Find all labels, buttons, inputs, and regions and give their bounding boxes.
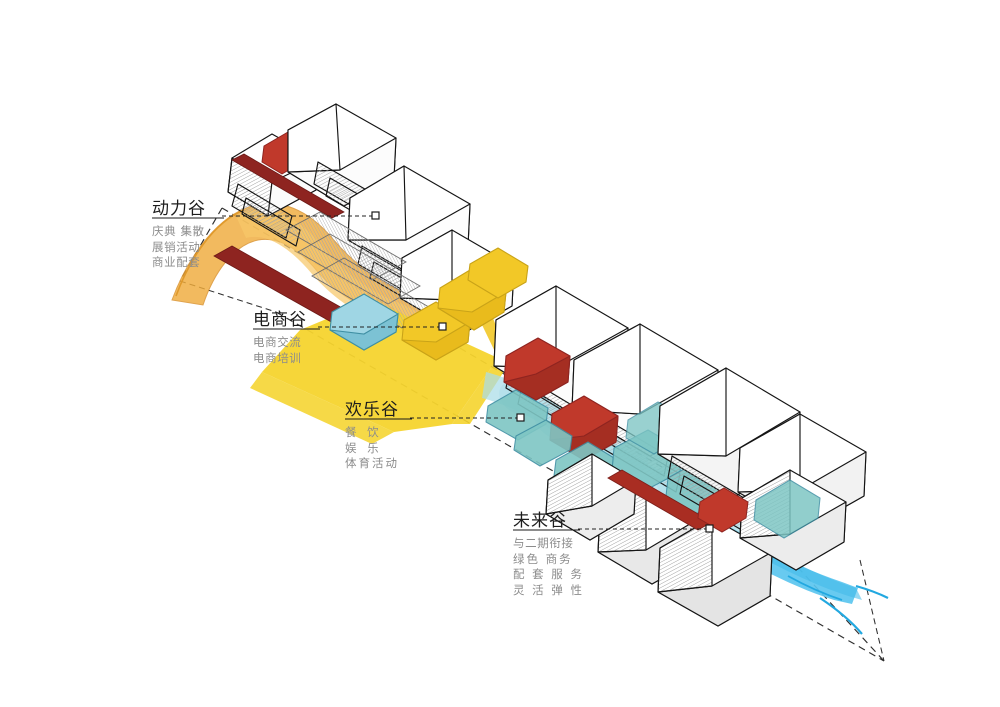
- hatched-terrace-strip: [285, 211, 435, 329]
- label-dongligu: 动力谷 庆典 集散 展销活动 商业配套: [152, 199, 206, 271]
- label-weilaigu-title: 未来谷: [513, 511, 567, 531]
- label-huanlegu-sub-2: 体育活动: [345, 456, 399, 470]
- teal-plaza-east: [753, 479, 821, 539]
- label-weilaigu-sub-0: 与二期衔接: [513, 536, 574, 550]
- label-dianshanggu: 电商谷 电商交流 电商培训: [253, 310, 307, 366]
- label-huanlegu-sub-0: 餐 饮: [345, 425, 383, 439]
- label-dongligu-sub-2: 商业配套: [152, 255, 201, 269]
- label-dianshanggu-sub-1: 电商培训: [253, 350, 302, 365]
- label-huanlegu: 欢乐谷 餐 饮 娱 乐 体育活动: [345, 400, 399, 472]
- leader-endpoint-markers: [371, 211, 714, 533]
- leader-lines: [222, 215, 710, 530]
- red-accent-block-east: [697, 487, 749, 533]
- label-weilaigu: 未来谷 与二期衔接 绿色 商务 配 套 服 务 灵 活 弹 性: [513, 511, 584, 598]
- title-underlines: [152, 217, 580, 531]
- label-huanlegu-title: 欢乐谷: [345, 400, 399, 420]
- label-dongligu-sub-0: 庆典 集散: [152, 224, 205, 238]
- building-cluster-east: [657, 367, 867, 537]
- label-huanlegu-sub-1: 娱 乐: [345, 440, 383, 455]
- label-dianshanggu-title: 电商谷: [253, 310, 307, 330]
- label-weilaigu-sub-1: 绿色 商务: [513, 551, 573, 566]
- label-weilaigu-sub-2: 配 套 服 务: [513, 567, 584, 581]
- site-boundary-secondary: [179, 280, 885, 662]
- label-dongligu-title: 动力谷: [152, 199, 206, 219]
- label-dongligu-sub-1: 展销活动: [152, 239, 201, 254]
- cyan-low-block-dianshang: [329, 293, 399, 351]
- label-dianshanggu-sub-0: 电商交流: [253, 335, 302, 349]
- label-weilaigu-sub-3: 灵 活 弹 性: [513, 582, 584, 597]
- yellow-low-blocks: [401, 247, 529, 361]
